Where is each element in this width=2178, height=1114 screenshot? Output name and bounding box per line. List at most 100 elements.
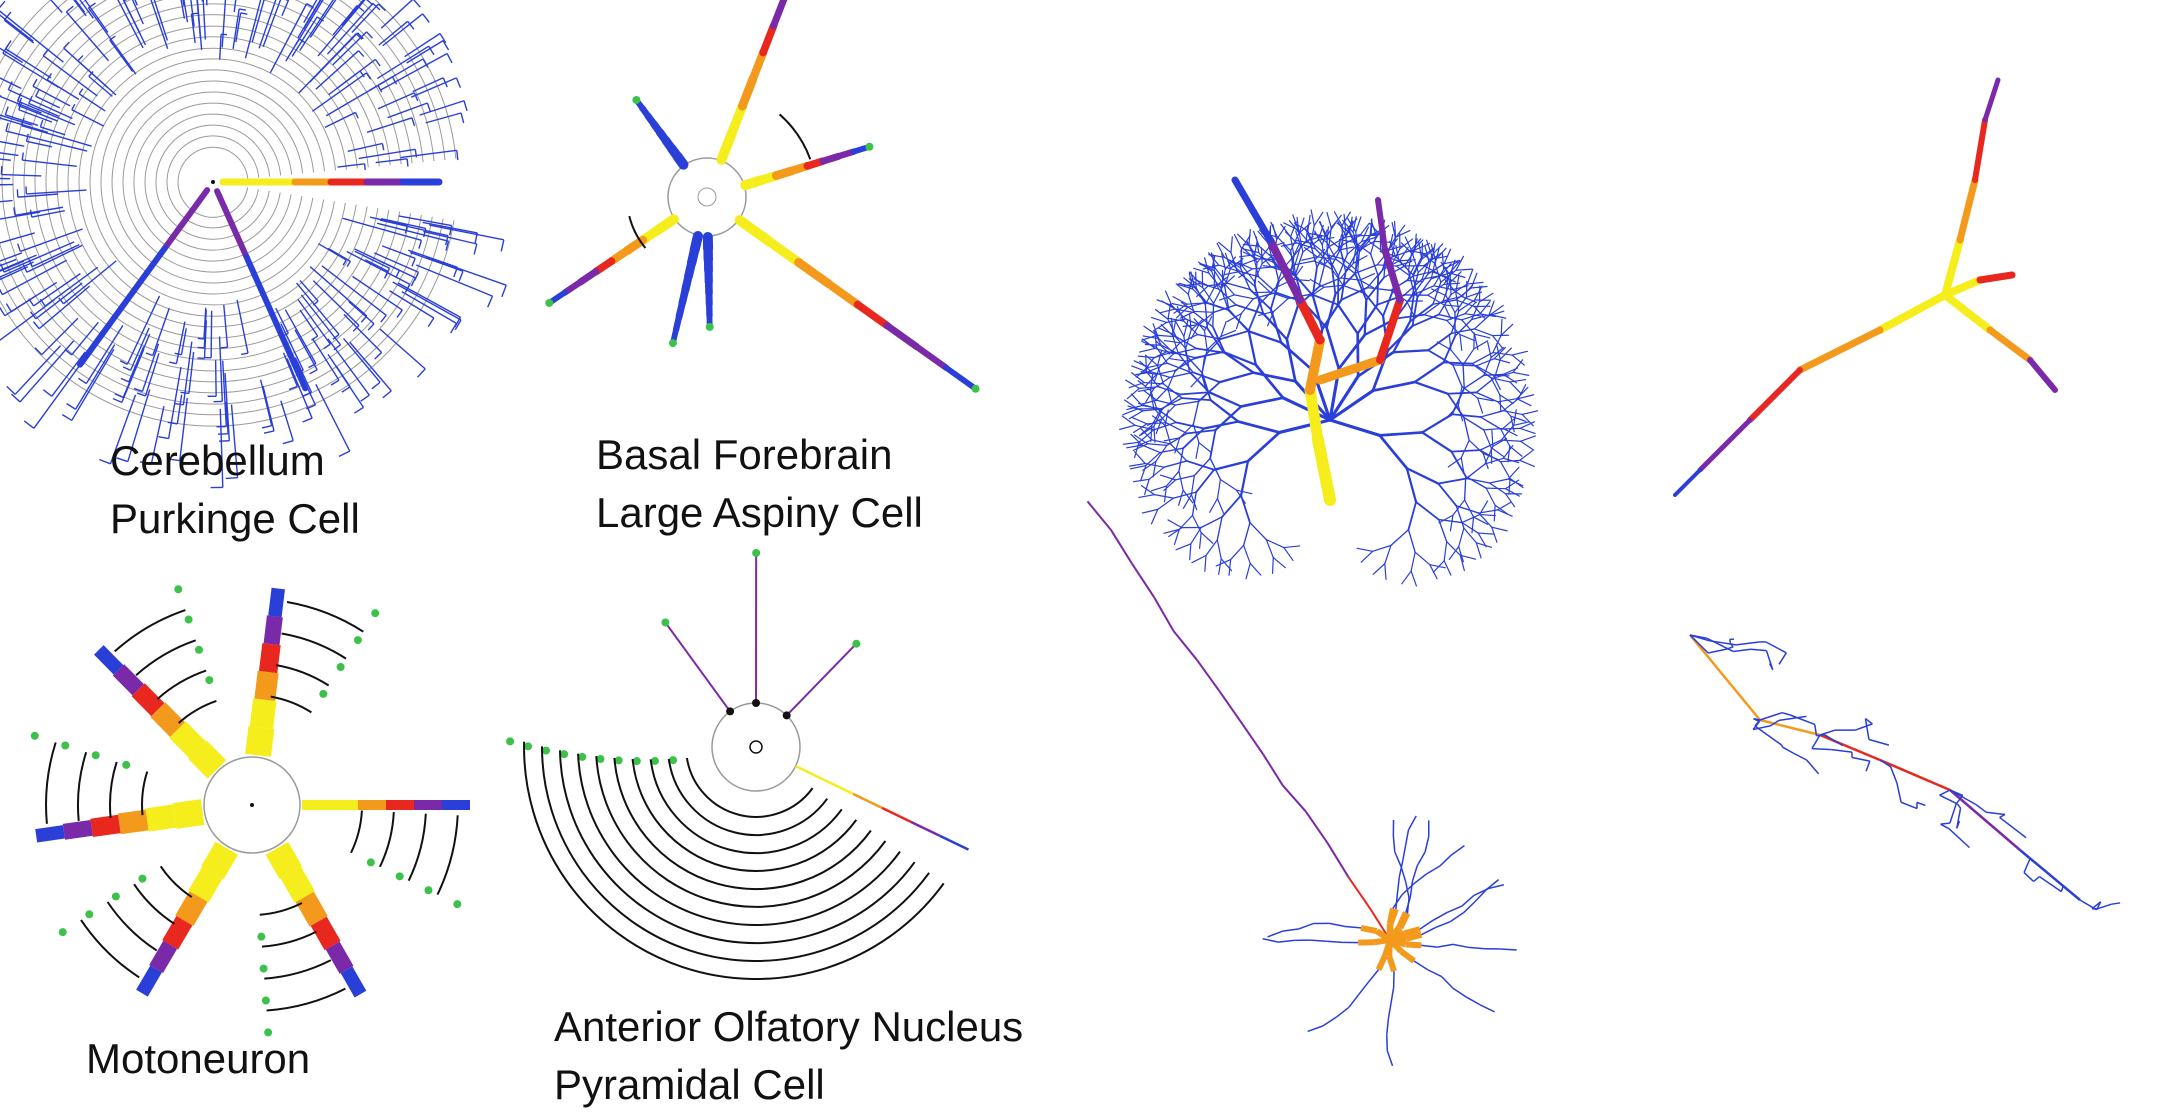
dendrite-branch: [350, 342, 392, 391]
dendrite-segment: [347, 970, 361, 994]
dendrite-segment: [2030, 360, 2055, 390]
caption-aon-pyramidal: Anterior Olfatory Nucleus Pyramidal Cell: [554, 998, 1023, 1114]
dendrite-branch: [1891, 767, 1897, 783]
dendrite-branch: [488, 296, 493, 307]
dendrite-segment: [1437, 944, 1453, 947]
dendrite-branch: [303, 418, 313, 422]
dendrite-branch: [355, 251, 390, 268]
dendrite-branch: [1521, 441, 1534, 450]
basal-forebrain-morphology: [1675, 80, 2055, 495]
dendrite-branch: [359, 0, 413, 6]
dendrite-branch: [1520, 428, 1535, 433]
dendrite-branch: [2039, 877, 2061, 892]
dendrite-branch: [1373, 564, 1385, 575]
dendrite-branch: [1129, 411, 1143, 419]
dendrite-branch: [1391, 530, 1408, 546]
dendrite-branch: [1897, 783, 1901, 802]
dendrite-branch: [1385, 564, 1386, 580]
dendrite-segment: [1440, 855, 1452, 866]
dendrite-segment: [170, 921, 184, 945]
dendrite-branch: [1416, 502, 1439, 520]
dendrite-branch: [1522, 411, 1537, 415]
dendrite-segment: [1410, 881, 1412, 897]
dendrite-branch: [1852, 757, 1870, 761]
dendrite-branch: [1120, 425, 1135, 429]
dendrite-tip: [262, 997, 270, 1005]
dendrite-branch: [331, 380, 339, 385]
dendrite-segment: [1388, 1003, 1391, 1019]
dendrite-segment: [118, 670, 138, 690]
dendrite-branch: [237, 300, 248, 353]
dendrite-segment: [261, 700, 264, 728]
dendrite-branch: [1249, 331, 1256, 365]
dendrite-segment: [763, 26, 773, 53]
dendrite-branch: [474, 244, 477, 255]
branch-arc: [409, 814, 426, 881]
caption-basal-forebrain: Basal Forebrain Large Aspiny Cell: [596, 426, 923, 542]
dendrite-branch: [1508, 479, 1522, 486]
dendrite-branch: [72, 104, 75, 110]
dendrite-tip: [706, 323, 714, 331]
dendrite-segment: [1428, 970, 1442, 977]
dendrite-segment: [1329, 923, 1345, 926]
dendrite-segment: [275, 589, 278, 617]
dendrite-segment: [1675, 470, 1700, 495]
dendrite-branch: [328, 248, 350, 261]
dendrite-segment: [1323, 1017, 1336, 1026]
dendrite-branch: [1252, 267, 1271, 269]
aon-pyramidal-radial-dendrogram: [506, 549, 968, 979]
dendrite-branch: [1179, 448, 1183, 471]
dendrite-branch: [1491, 448, 1504, 457]
apical-dendrite-segment: [911, 822, 940, 836]
dendrite-branch: [1456, 256, 1464, 270]
dendrite-branch: [1456, 269, 1472, 270]
dendrite-branch: [1437, 342, 1451, 350]
dendrite-branch: [1450, 273, 1465, 277]
dendrite-branch: [1201, 517, 1222, 528]
apical-dendrite-segment: [1263, 755, 1282, 786]
dendrite-branch: [328, 339, 369, 395]
dendrite-segment: [1404, 929, 1419, 933]
dendrite-branch: [36, 89, 40, 96]
dendrite-tip: [371, 609, 379, 617]
dendrite-branch: [6, 123, 8, 131]
dendrite-branch: [1510, 382, 1521, 393]
dendrite-segment: [1453, 988, 1466, 997]
dendrite-branch: [1273, 558, 1285, 568]
dendrite-branch: [361, 316, 366, 322]
primary-dendrite-segment: [1300, 300, 1320, 340]
dendrite-branch: [123, 367, 130, 370]
dendrite-branch: [1193, 401, 1198, 424]
dendrite-tip: [367, 858, 375, 866]
dendrite-branch: [1149, 467, 1164, 479]
dendrite-branch: [1248, 331, 1281, 343]
branch-arc: [780, 114, 811, 159]
dendrite-tip: [424, 886, 432, 894]
dendrite-branch: [366, 0, 373, 5]
dendrite-branch: [1287, 306, 1298, 339]
dendrite-branch: [1164, 461, 1187, 467]
dendrite-branch: [6, 41, 11, 49]
dendrite-segment: [1700, 420, 1750, 470]
dendrite-segment: [178, 730, 198, 750]
dendrite-branch: [169, 362, 176, 364]
dendrite-branch: [1958, 821, 1959, 822]
dendrite-branch: [1380, 432, 1423, 435]
dendrite-branch: [1463, 349, 1474, 365]
dendrite-branch: [1295, 261, 1314, 265]
dendrite-branch: [220, 34, 221, 59]
dendrite-branch: [1139, 495, 1155, 498]
dendrite-branch: [1314, 212, 1323, 225]
dendrite-tip: [632, 96, 640, 104]
dendrite-branch: [1727, 647, 1733, 649]
dendrite-branch: [2061, 886, 2063, 892]
dendrite-branch: [1766, 642, 1787, 653]
caption-aon-pyramidal-line-1: Anterior Olfatory Nucleus: [554, 998, 1023, 1056]
dendrite-branch: [1505, 489, 1519, 496]
dendrite-segment: [1985, 80, 1998, 120]
dendrite-branch: [1365, 300, 1367, 335]
dendrite-segment: [265, 672, 268, 700]
dendrite-branch: [1206, 303, 1228, 310]
dendrite-branch: [1453, 365, 1462, 387]
dendrite-branch: [1235, 295, 1254, 299]
